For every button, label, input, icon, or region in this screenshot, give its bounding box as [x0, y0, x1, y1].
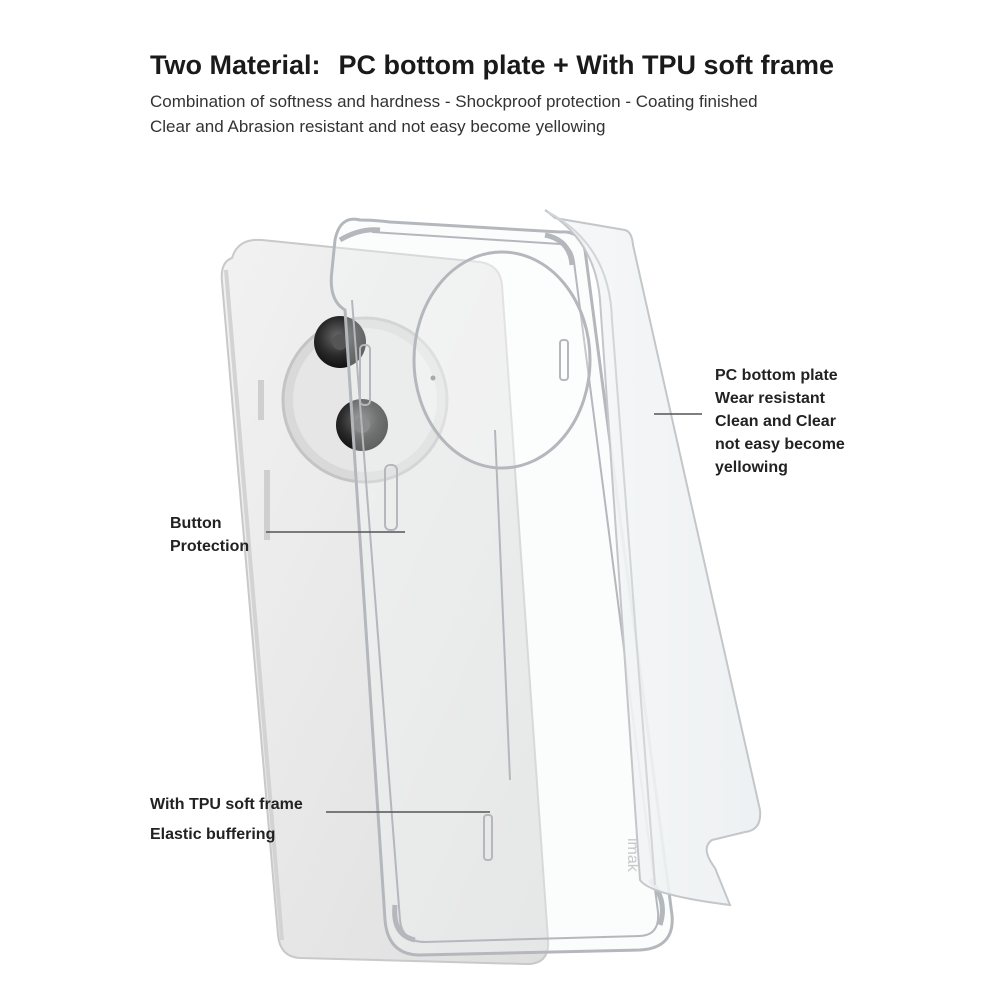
header: Two Material: PC bottom plate + With TPU … [150, 50, 950, 139]
callout-line: With TPU soft frame [150, 796, 303, 813]
callout-line: Wear resistant [715, 390, 825, 407]
pc-bottom-plate [544, 209, 762, 907]
pc-plate-callout: PC bottom plate Wear resistant Clean and… [715, 364, 845, 479]
callout-line: Button [170, 515, 222, 532]
tpu-frame [329, 217, 674, 957]
title-prefix: Two Material: [150, 50, 321, 80]
leader-lines [266, 413, 702, 813]
subtitle: Combination of softness and hardness - S… [150, 89, 950, 139]
callout-line: Elastic buffering [150, 826, 276, 843]
tpu-frame-callout: With TPU soft frame Elastic buffering [150, 790, 303, 850]
title-main: PC bottom plate + With TPU soft frame [338, 50, 835, 80]
callout-line: Clean and Clear [715, 413, 836, 430]
callout-line: Protection [170, 538, 250, 555]
button-protection-callout: Button Protection [170, 512, 249, 558]
page-title: Two Material: PC bottom plate + With TPU … [150, 50, 950, 81]
callout-line: yellowing [715, 459, 788, 476]
subtitle-line-2: Clear and Abrasion resistant and not eas… [150, 117, 606, 136]
subtitle-line-1: Combination of softness and hardness - S… [150, 92, 758, 111]
callout-line: PC bottom plate [715, 367, 838, 384]
callout-line: not easy become [715, 436, 845, 453]
